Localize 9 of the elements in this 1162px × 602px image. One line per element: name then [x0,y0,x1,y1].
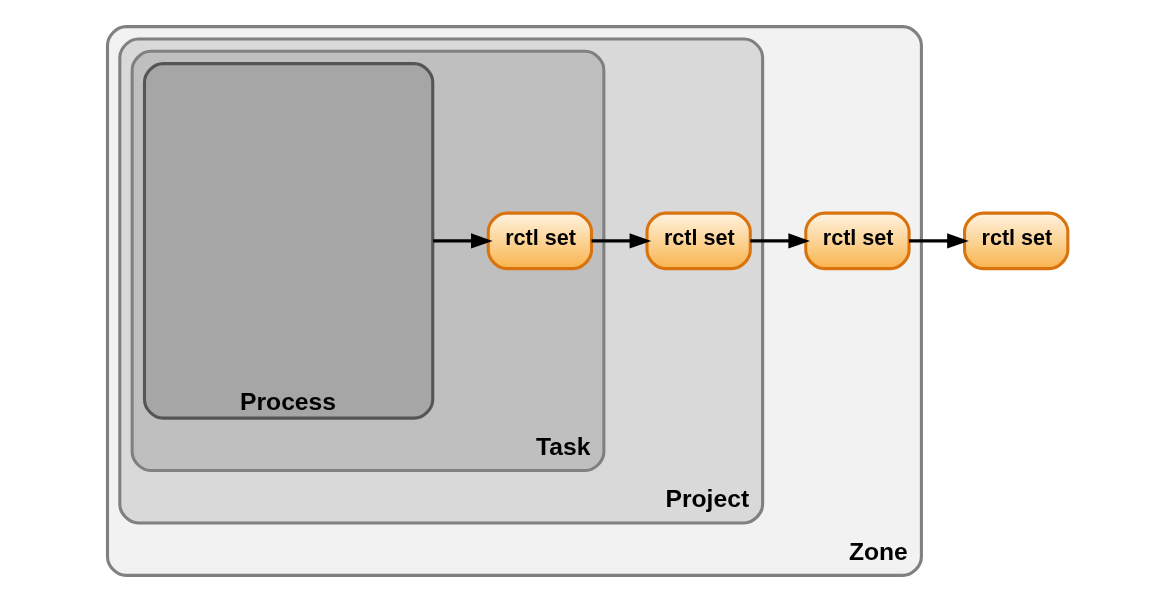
node-box: rctl set [644,211,752,271]
node-box: Process [142,62,434,420]
arrow [749,233,810,249]
arrow [432,233,493,249]
arrow [908,233,969,249]
node-box: rctl set [962,211,1069,271]
node-box: rctl set [486,211,593,271]
node-box: rctl set [803,211,911,271]
arrow [591,233,651,249]
